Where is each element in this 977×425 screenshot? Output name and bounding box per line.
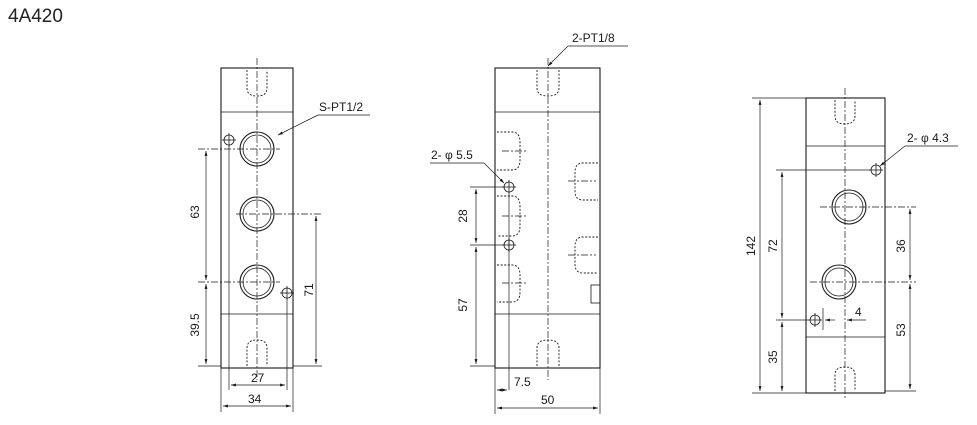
rear-top-hidden-port <box>834 100 856 125</box>
side-hole-leader <box>483 162 505 184</box>
rear-bottom-hidden-port <box>834 366 856 391</box>
side-small-block <box>590 284 601 304</box>
side-right-pocket-1 <box>574 162 598 201</box>
front-mount-hole-top <box>222 133 236 147</box>
side-dim-28: 28 <box>456 209 470 223</box>
rear-view: 2- φ 4.3 142 72 35 36 53 4 <box>744 88 958 398</box>
rear-hole-leader <box>879 145 906 167</box>
side-body-outline <box>494 67 601 369</box>
side-dim-57: 57 <box>456 298 470 312</box>
rear-dim-142: 142 <box>744 236 758 256</box>
front-port-label: S-PT1/2 <box>319 100 363 114</box>
rear-body-outline <box>805 97 886 394</box>
front-dim-63: 63 <box>188 205 202 219</box>
rear-dim-4: 4 <box>855 305 862 319</box>
rear-mount-hole-top <box>869 163 883 177</box>
model-title: 4A420 <box>8 6 63 27</box>
side-hole-label: 2- φ 5.5 <box>431 148 473 162</box>
front-view: S-PT1/2 63 39.5 71 27 34 <box>188 58 370 412</box>
front-dim-27: 27 <box>251 371 265 385</box>
side-dim-50: 50 <box>541 393 555 407</box>
side-left-pocket-2 <box>497 195 521 237</box>
side-dim-7-5: 7.5 <box>514 375 531 389</box>
side-port-leader <box>547 45 569 67</box>
front-mount-hole-bottom <box>280 286 294 300</box>
side-bottom-hidden-port <box>536 339 560 366</box>
side-port-label: 2-PT1/8 <box>572 31 615 45</box>
side-left-pocket-1 <box>497 131 521 171</box>
front-top-hidden-port <box>246 70 268 97</box>
rear-hole-label: 2- φ 4.3 <box>907 131 949 145</box>
rear-dim-53: 53 <box>894 323 908 337</box>
front-dim-71: 71 <box>302 283 316 297</box>
side-mount-hole-top <box>502 180 516 194</box>
rear-dim-72: 72 <box>766 239 780 253</box>
front-dim-39-5: 39.5 <box>188 313 202 337</box>
side-top-hidden-port <box>536 70 560 97</box>
side-left-pocket-3 <box>497 264 521 303</box>
rear-dim-36: 36 <box>894 239 908 253</box>
rear-dim-35: 35 <box>766 350 780 364</box>
front-port-leader <box>277 114 319 136</box>
side-view: 2-PT1/8 2- φ 5.5 28 57 7.5 50 <box>430 31 628 414</box>
rear-mount-hole-bottom <box>808 313 822 327</box>
front-dim-34: 34 <box>248 392 262 406</box>
front-bottom-hidden-port <box>246 339 268 366</box>
